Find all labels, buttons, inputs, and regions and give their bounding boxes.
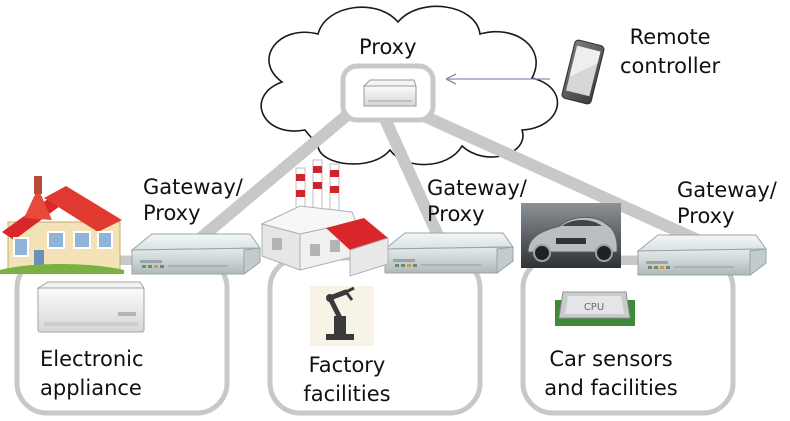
cloud-proxy-label: Proxy [359, 35, 417, 59]
air-conditioner-icon [36, 281, 145, 333]
domain-box-car [520, 255, 736, 416]
gateway-line2: Proxy [143, 201, 201, 225]
domain-line1: Factory [308, 353, 386, 377]
remote-line2: controller [620, 54, 721, 78]
house-icon [0, 176, 124, 274]
domain-line2: appliance [40, 376, 142, 400]
factory-icon [260, 159, 389, 277]
network-links [190, 100, 708, 248]
remote-controller-label: Remote controller [620, 24, 720, 79]
gateway-label: Gateway/ Proxy [677, 177, 777, 229]
gateway-label: Gateway/ Proxy [427, 175, 527, 227]
domain-label-car: Car sensors and facilities [540, 346, 682, 401]
domain-label-factory: Factory facilities [290, 352, 404, 407]
gateway-device-icon [131, 233, 261, 275]
domain-line1: Electronic [40, 347, 144, 371]
gateway-line1: Gateway/ [143, 175, 243, 199]
cloud-proxy-device-icon [362, 79, 417, 107]
domain-line2: and facilities [544, 376, 678, 400]
domain-line2: facilities [303, 382, 391, 406]
gateway-line2: Proxy [677, 204, 735, 228]
cpu-chip-icon: CPU [555, 291, 635, 326]
domain-line1: Car sensors [549, 347, 673, 371]
domain-label-home: Electronic appliance [40, 346, 144, 401]
car-photo [521, 203, 621, 268]
gateway-line2: Proxy [427, 202, 485, 226]
gateway-line1: Gateway/ [677, 178, 777, 202]
remote-arrow [445, 73, 550, 85]
gateway-device-icon [637, 234, 767, 276]
gateway-device-icon [384, 232, 514, 274]
domain-box-home [14, 255, 230, 416]
gateway-line1: Gateway/ [427, 176, 527, 200]
robot-arm-icon [310, 286, 374, 346]
cpu-label: CPU [584, 302, 604, 313]
remote-phone-icon [561, 39, 605, 105]
remote-line1: Remote [629, 25, 711, 49]
gateway-label: Gateway/ Proxy [143, 174, 243, 226]
